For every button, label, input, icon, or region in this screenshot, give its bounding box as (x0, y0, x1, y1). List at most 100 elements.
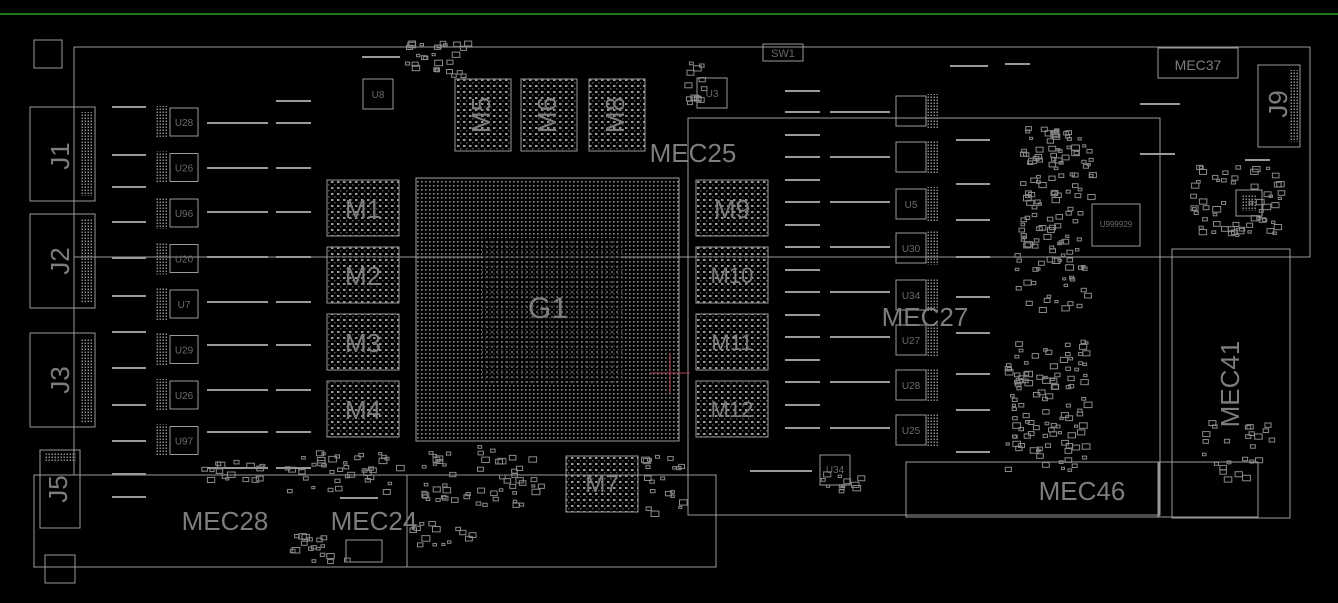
connector-j1-label: J1 (45, 142, 75, 169)
mec24-label: MEC24 (331, 506, 418, 536)
connector-j5-label: J5 (43, 475, 73, 502)
memory-m7[interactable]: M7 (565, 455, 639, 513)
memory-m1-label: M1 (345, 194, 381, 224)
component-clusters (201, 40, 1286, 565)
memory-m9[interactable]: M9 (695, 179, 769, 237)
chip-u999929[interactable]: U999929 (1091, 203, 1141, 247)
connector-j2[interactable]: J2 (29, 213, 96, 309)
right-chip[interactable]: U25 (895, 413, 938, 447)
right-chip-label: U30 (902, 244, 921, 255)
chip-u8-label: U8 (372, 90, 385, 101)
component-cluster (409, 521, 477, 548)
chip-u34-label: U34 (826, 465, 845, 476)
right-chip-label: U34 (902, 291, 921, 302)
memory-m11-label: M11 (711, 330, 752, 355)
memory-m5-label: M5 (466, 97, 496, 133)
mec25-label: MEC25 (650, 138, 737, 168)
small-chip[interactable]: U7 (156, 288, 199, 320)
component-cluster (284, 450, 405, 495)
small-chip[interactable]: U20 (156, 242, 199, 275)
memory-m9-label: M9 (714, 194, 750, 224)
right-chip[interactable] (895, 140, 938, 174)
memory-m12[interactable]: M12 (695, 380, 769, 438)
component-cluster (404, 40, 473, 78)
mec37-box[interactable]: MEC37 (1157, 47, 1239, 79)
chip-u34[interactable]: U34 (819, 454, 851, 486)
memory-m4-label: M4 (345, 395, 381, 425)
small-chip-label: U7 (178, 300, 191, 311)
memory-m4[interactable]: M4 (326, 380, 400, 438)
right-chip[interactable] (895, 94, 938, 128)
component-cluster (1004, 339, 1093, 473)
connector-j9-label: J9 (1263, 90, 1293, 117)
small-chip[interactable]: U28 (156, 106, 199, 138)
memory-m12-label: M12 (711, 397, 754, 422)
memory-m8[interactable]: M8 (588, 78, 646, 152)
component-cluster (641, 454, 688, 518)
memory-m2[interactable]: M2 (326, 246, 400, 304)
gpu-g1[interactable]: G1 (415, 177, 680, 442)
mec41-label: MEC41 (1215, 341, 1245, 428)
component-cluster (421, 445, 545, 508)
trace-segments (112, 56, 1270, 499)
small-chip[interactable]: U29 (156, 333, 199, 366)
chip-u3[interactable]: U3 (696, 77, 728, 109)
component-cluster (1014, 199, 1092, 313)
memory-m3-label: M3 (345, 328, 381, 358)
memory-m6-label: M6 (532, 97, 562, 133)
connector-j3[interactable]: J3 (29, 332, 96, 428)
right-chip[interactable]: U5 (895, 187, 938, 221)
component-cluster (201, 459, 266, 483)
memory-m2-label: M2 (345, 261, 381, 291)
board-outlines (33, 39, 1311, 584)
memory-chips: M1 M2 M3 M4 M9 M10 M11 M12 (326, 78, 769, 513)
connector-j3-label: J3 (45, 366, 75, 393)
mec46-label: MEC46 (1039, 476, 1126, 506)
component-cluster (1190, 164, 1286, 237)
switch-sw1[interactable]: SW1 (762, 43, 804, 62)
small-chip-label: U28 (175, 118, 194, 129)
memory-m1[interactable]: M1 (326, 179, 400, 237)
small-chip-label: U26 (175, 391, 194, 402)
memory-m8-label: M8 (600, 97, 630, 133)
memory-m10-label: M10 (711, 263, 754, 288)
component-cluster (289, 533, 351, 565)
right-chip-label: U5 (905, 200, 918, 211)
chip-bottom-left[interactable] (345, 539, 383, 563)
right-chip[interactable]: U28 (895, 368, 938, 402)
small-chip[interactable]: U97 (156, 424, 199, 457)
cursor-crosshair (650, 353, 690, 393)
right-chip[interactable]: U27 (895, 323, 938, 357)
small-chip[interactable]: U26 (156, 151, 199, 184)
right-chip-label: U28 (902, 381, 921, 392)
small-chip-label: U20 (175, 255, 194, 266)
connector-j2-label: J2 (45, 247, 75, 274)
component-cluster (1020, 126, 1097, 204)
mec28-label: MEC28 (182, 506, 269, 536)
connectors: J1 J2 J3 J5 J9 (29, 64, 1301, 529)
memory-m10[interactable]: M10 (695, 246, 769, 304)
component-cluster (820, 471, 866, 494)
mec37-label: MEC37 (1175, 57, 1222, 73)
small-chip-label: U29 (175, 346, 194, 357)
right-chip[interactable]: U30 (895, 231, 938, 265)
memory-m11[interactable]: M11 (695, 313, 769, 371)
switch-sw1-label: SW1 (771, 48, 795, 60)
connector-j5[interactable]: J5 (39, 449, 81, 529)
small-chip[interactable]: U96 (156, 197, 199, 229)
small-chip-label: U97 (175, 437, 194, 448)
memory-m3[interactable]: M3 (326, 313, 400, 371)
memory-m5[interactable]: M5 (454, 78, 512, 152)
connector-j9[interactable]: J9 (1257, 64, 1301, 148)
small-chip[interactable]: U26 (156, 379, 199, 411)
right-chip-label: U25 (902, 426, 921, 437)
memory-m6[interactable]: M6 (520, 78, 578, 152)
gpu-g1-label: G1 (528, 292, 568, 325)
connector-j1[interactable]: J1 (29, 106, 96, 202)
component-cluster (684, 61, 708, 106)
right-chip[interactable]: U34 (895, 278, 938, 312)
chip-u8[interactable]: U8 (362, 78, 394, 110)
